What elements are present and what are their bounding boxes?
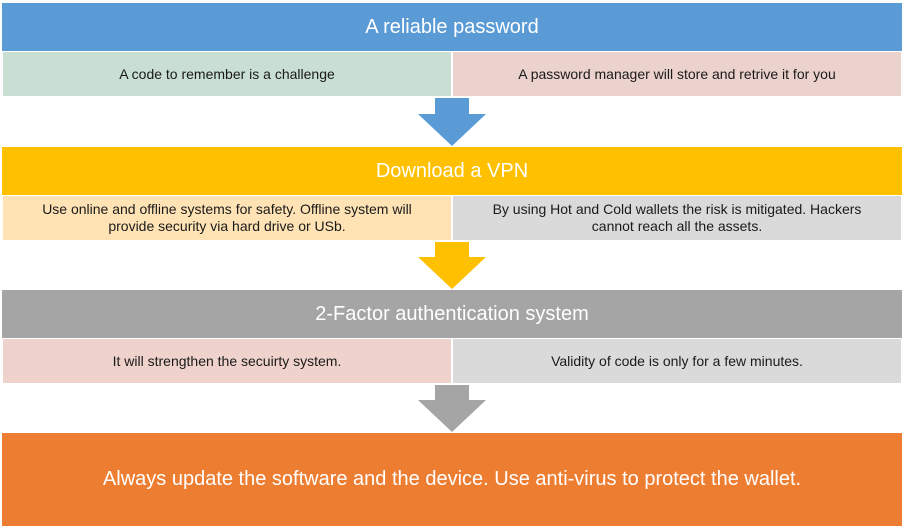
step-3-left-note: It will strengthen the secuirty system.	[2, 338, 452, 384]
step-2-title: Download a VPN	[2, 147, 902, 195]
step-3-right-note: Validity of code is only for a few minut…	[452, 338, 902, 384]
step-1-right-note: A password manager will store and retriv…	[452, 51, 902, 97]
step-1-title: A reliable password	[2, 3, 902, 51]
step-2-details: Use online and offline systems for safet…	[2, 195, 902, 241]
down-arrow-icon-3	[418, 385, 486, 432]
step-2-left-note: Use online and offline systems for safet…	[2, 195, 452, 241]
step-3-details: It will strengthen the secuirty system. …	[2, 338, 902, 384]
down-arrow-icon-1	[418, 98, 486, 146]
final-step-box: Always update the software and the devic…	[2, 433, 902, 526]
step-1-left-note: A code to remember is a challenge	[2, 51, 452, 97]
step-2-right-note: By using Hot and Cold wallets the risk i…	[452, 195, 902, 241]
step-1-details: A code to remember is a challenge A pass…	[2, 51, 902, 97]
step-3-title: 2-Factor authentication system	[2, 290, 902, 338]
down-arrow-icon-2	[418, 242, 486, 289]
